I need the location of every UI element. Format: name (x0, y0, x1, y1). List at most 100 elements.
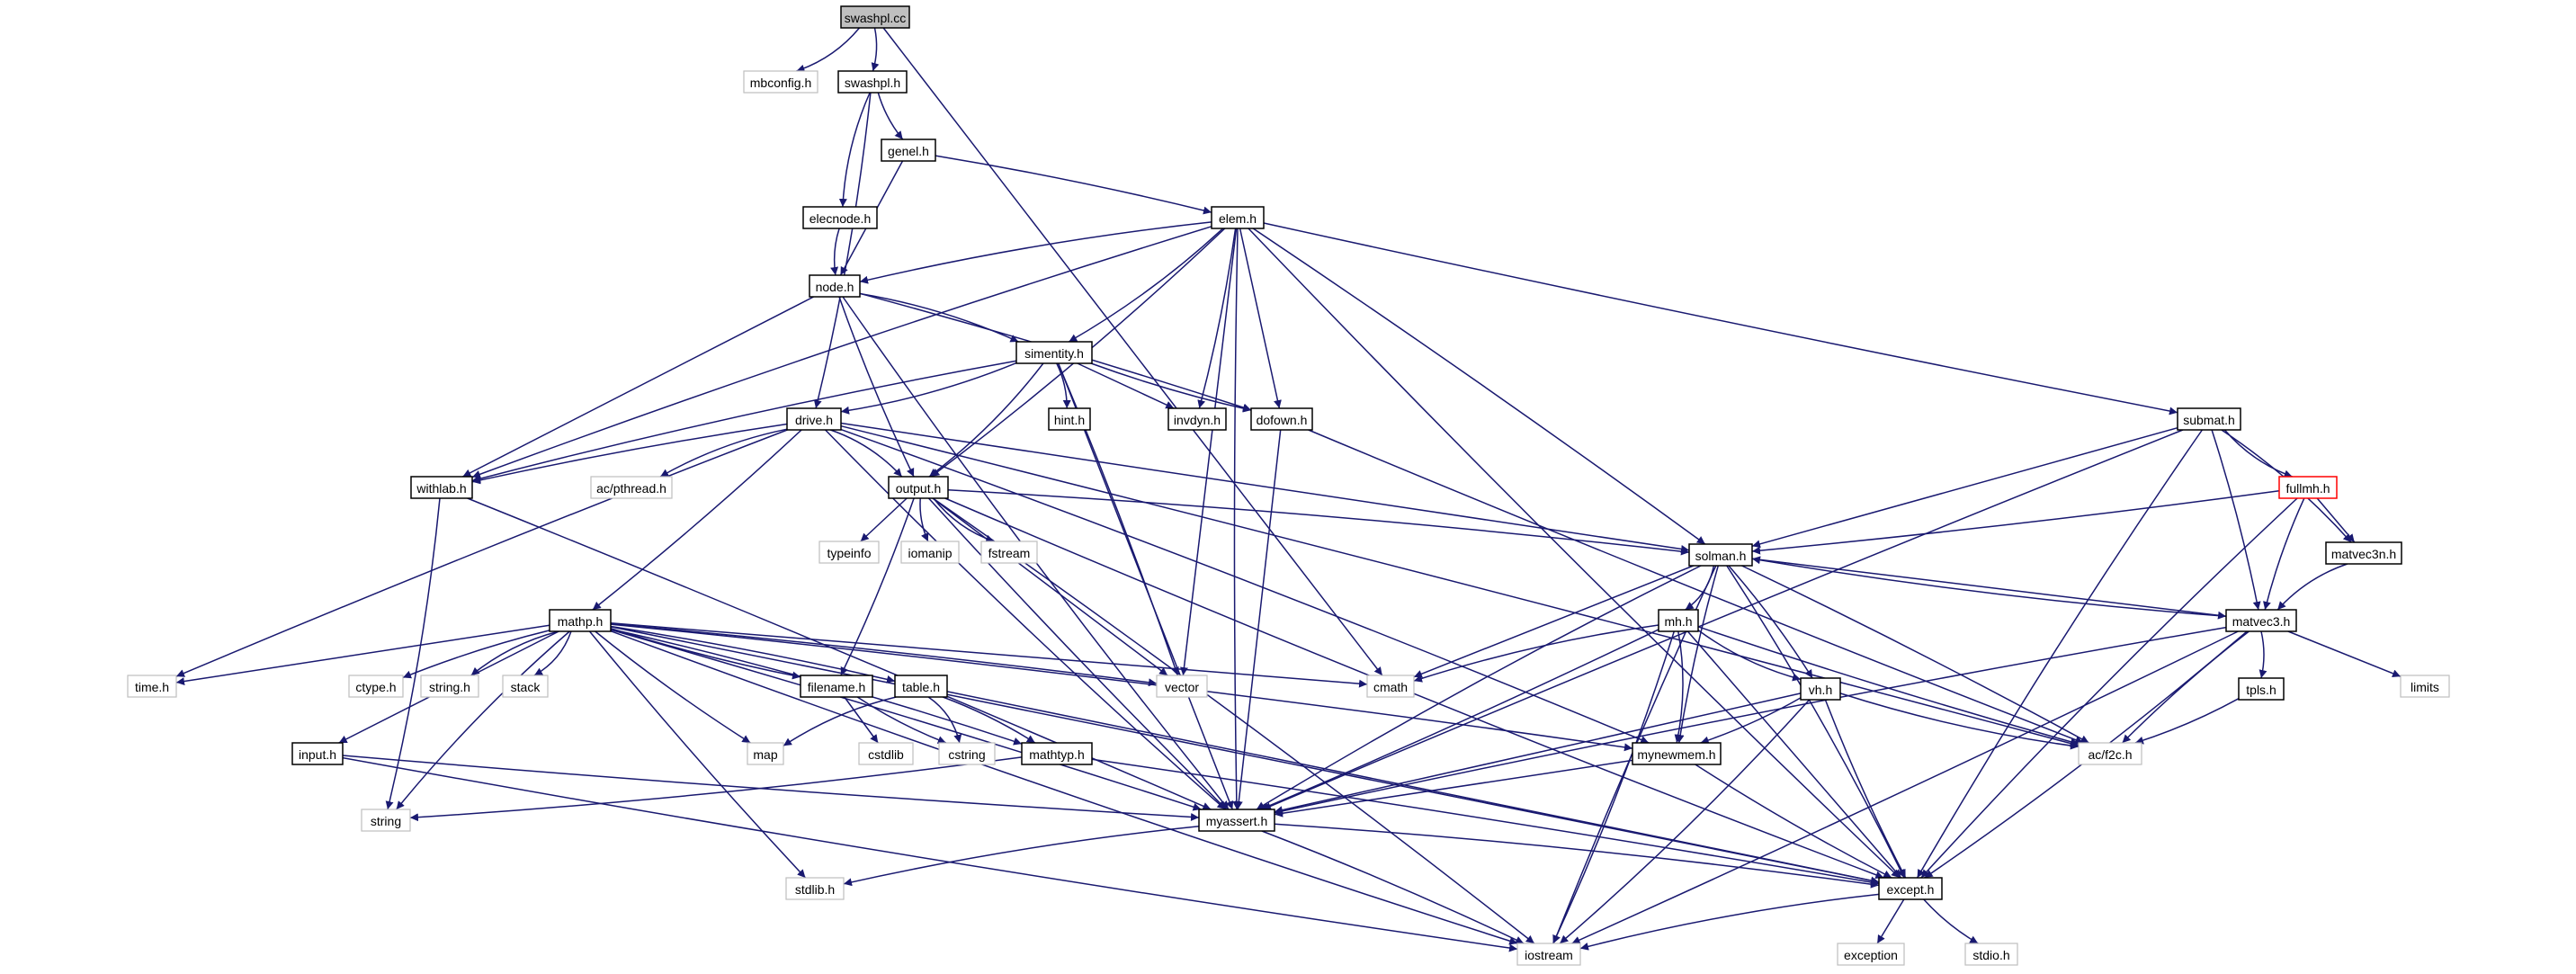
edge-elem-h-to-vector (1179, 228, 1238, 676)
node-matvec3-h[interactable]: matvec3.h (2225, 609, 2297, 632)
node-label-limits: limits (2411, 680, 2439, 694)
node-vector: vector (1156, 675, 1208, 698)
node-box-node-h (809, 274, 861, 298)
node-box-vector (1156, 675, 1208, 698)
node-box-swashpl-cc (840, 5, 910, 29)
node-tpls-h[interactable]: tpls.h (2238, 677, 2285, 701)
edge-swashpl-h-to-genel-h (877, 92, 904, 140)
node-label-table-h: table.h (902, 680, 940, 694)
node-box-vh-h (1800, 677, 1841, 701)
node-label-except-h: except.h (1887, 882, 1935, 897)
node-except-h[interactable]: except.h (1878, 877, 1943, 900)
node-box-stdio-h (1964, 943, 2018, 966)
node-mh-h[interactable]: mh.h (1658, 609, 1699, 632)
node-mathp-h[interactable]: mathp.h (549, 609, 612, 632)
node-box-string-h (420, 675, 479, 698)
edge-elecnode-h-to-node-h (830, 228, 840, 276)
node-vh-h[interactable]: vh.h (1800, 677, 1841, 701)
node-mathtyp-h[interactable]: mathtyp.h (1021, 742, 1093, 765)
edge-submat-h-to-except-h (1916, 429, 2204, 879)
edge-drive-h-to-time-h (175, 429, 788, 677)
node-label-exception: exception (1844, 948, 1898, 962)
edge-fullmh-h-to-matvec3n-h (2316, 497, 2356, 543)
node-fullmh-h[interactable]: fullmh.h (2278, 476, 2338, 499)
node-elem-h[interactable]: elem.h (1211, 206, 1265, 229)
node-exception: exception (1837, 943, 1905, 966)
edge-mathp-h-to-time-h (175, 624, 550, 685)
node-elecnode-h[interactable]: elecnode.h (802, 206, 878, 229)
node-matvec3n-h[interactable]: matvec3n.h (2325, 541, 2402, 565)
edge-mathtyp-h-to-except-h (1091, 758, 1880, 887)
edge-simentity-h-to-hint-h (1056, 362, 1071, 409)
node-label-typeinfo: typeinfo (827, 546, 871, 560)
edge-node-h-to-output-h (838, 296, 915, 478)
node-box-swashpl-h (837, 70, 908, 94)
edge-node-h-to-simentity-h (859, 292, 1019, 343)
node-label-mathp-h: mathp.h (558, 614, 604, 629)
edge-simentity-h-to-vector (1057, 362, 1179, 676)
node-simentity-h[interactable]: simentity.h (1015, 341, 1093, 364)
edge-simentity-h-to-output-h (928, 362, 1044, 478)
edge-mathp-h-to-string (396, 630, 570, 810)
node-box-iomanip (900, 541, 960, 564)
node-string: string (361, 809, 411, 832)
node-node-h[interactable]: node.h (809, 274, 861, 298)
node-label-string-h: string.h (429, 680, 470, 694)
node-box-filename-h (800, 675, 873, 698)
node-label-ac-f2c-h: ac/f2c.h (2088, 747, 2132, 762)
node-label-string: string (371, 814, 401, 828)
node-output-h[interactable]: output.h (888, 476, 949, 499)
edge-simentity-h-to-withlab-h (471, 360, 1017, 483)
node-genel-h[interactable]: genel.h (881, 139, 936, 162)
node-string-h: string.h (420, 675, 479, 698)
edge-myassert-h-to-iostream (1261, 830, 1525, 944)
node-stdio-h: stdio.h (1964, 943, 2018, 966)
edge-tpls-h-to-ac-f2c-h (2134, 698, 2240, 745)
edge-elem-h-to-solman-h (1252, 228, 1706, 545)
edge-except-h-to-stdio-h (1923, 898, 1979, 944)
node-label-map: map (753, 747, 777, 762)
node-label-vh-h: vh.h (1809, 683, 1832, 697)
edge-swashpl-cc-to-mbconfig-h (796, 27, 861, 73)
node-swashpl-cc[interactable]: swashpl.cc (840, 5, 910, 29)
node-ac-pthread-h: ac/pthread.h (590, 476, 673, 499)
node-label-genel-h: genel.h (888, 144, 929, 158)
edge-mh-h-to-ac-f2c-h (1697, 626, 2080, 746)
edge-mh-h-to-mynewmem-h (1674, 630, 1684, 744)
node-invdyn-h[interactable]: invdyn.h (1167, 407, 1227, 431)
node-label-filename-h: filename.h (808, 680, 866, 694)
node-hint-h[interactable]: hint.h (1048, 407, 1091, 431)
node-solman-h[interactable]: solman.h (1688, 543, 1753, 567)
edge-mathp-h-to-filename-h (610, 627, 801, 680)
node-box-stdlib-h (785, 877, 845, 900)
edge-vh-h-to-ac-f2c-h (1839, 693, 2080, 750)
edge-mathp-h-to-string-h (470, 630, 559, 676)
node-submat-h[interactable]: submat.h (2177, 407, 2241, 431)
node-box-exception (1837, 943, 1905, 966)
node-dofown-h[interactable]: dofown.h (1250, 407, 1313, 431)
edges-layer (175, 27, 2402, 952)
edge-myassert-h-to-stdlib-h (843, 826, 1200, 887)
node-withlab-h[interactable]: withlab.h (410, 476, 473, 499)
node-myassert-h[interactable]: myassert.h (1198, 809, 1275, 832)
node-box-cmath (1366, 675, 1415, 698)
node-swashpl-h[interactable]: swashpl.h (837, 70, 908, 94)
node-box-string (361, 809, 411, 832)
node-input-h[interactable]: input.h (291, 742, 344, 765)
node-label-tpls-h: tpls.h (2246, 683, 2276, 697)
edge-solman-h-to-except-h (1726, 565, 1905, 879)
edge-vh-h-to-except-h (1824, 699, 1907, 879)
node-label-elem-h: elem.h (1219, 211, 1257, 226)
node-label-mbconfig-h: mbconfig.h (750, 76, 811, 90)
node-mynewmem-h[interactable]: mynewmem.h (1632, 742, 1722, 765)
node-box-input-h (291, 742, 344, 765)
node-filename-h[interactable]: filename.h (800, 675, 873, 698)
node-table-h[interactable]: table.h (894, 675, 948, 698)
node-box-mynewmem-h (1632, 742, 1722, 765)
edge-input-h-to-myassert-h (342, 755, 1200, 821)
node-drive-h[interactable]: drive.h (786, 407, 842, 431)
node-label-iostream: iostream (1525, 948, 1573, 962)
node-label-stdio-h: stdio.h (1972, 948, 2009, 962)
edge-drive-h-to-ac-pthread-h (659, 428, 788, 478)
node-label-time-h: time.h (135, 680, 169, 694)
